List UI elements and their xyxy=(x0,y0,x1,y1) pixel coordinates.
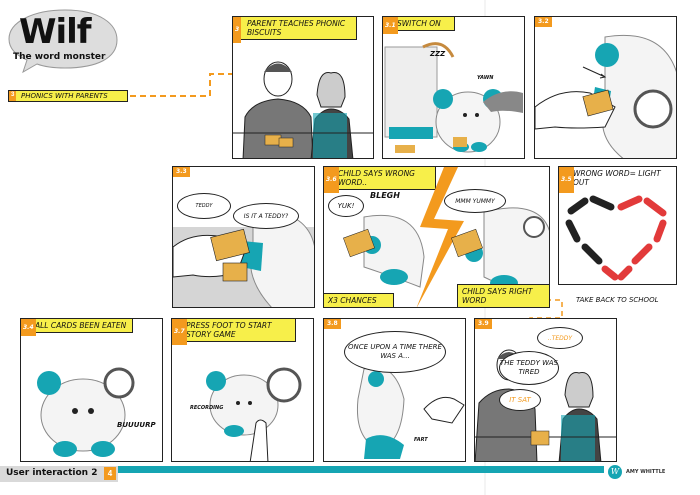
panel-3-9-number: 3.9 xyxy=(475,319,492,329)
panel-3-4-caption-text: All cards been eaten xyxy=(35,321,127,330)
panel-3-4-sfx: BUUUURP xyxy=(117,421,156,429)
panel-3-9-bubble-sat: It sat xyxy=(499,389,541,411)
panel-3-3: 3.3 Teddy Is it a teddy? xyxy=(172,166,315,308)
panel-3-3-bubble-teddy: Teddy xyxy=(177,193,231,219)
panel-3-6-caption-left: x3 chances xyxy=(324,293,394,307)
panel-3-8-number: 3.8 xyxy=(324,319,341,329)
panel-3-5: 3.5 Wrong word= light out xyxy=(558,166,677,285)
panel-3-9-bubble-teddy-text: ..Teddy xyxy=(547,334,573,342)
panel-3-2-number: 3.2 xyxy=(535,17,552,27)
logo-bubble-shape xyxy=(8,9,118,74)
panel-3-7-number: 3.7 xyxy=(172,319,187,345)
panel-3-4-number: 3.4 xyxy=(21,319,36,336)
panel-3-6-bubble-yuk: Yuk! xyxy=(328,195,364,217)
footer-bar xyxy=(0,466,700,473)
panel-3-1-sfx-yawn: yawn xyxy=(477,75,494,81)
author-logo-icon: W xyxy=(608,465,622,479)
panel-3-8-sfx: FART xyxy=(414,437,428,443)
panel-3-1: 3.1 Switch on zzz yawn xyxy=(382,16,525,159)
panel-3-7-illustration xyxy=(206,367,302,461)
panel-3-6-caption-right-text: Child says right word xyxy=(462,287,533,305)
section-text: Phonics with parents xyxy=(21,92,108,100)
footer-title-box: User interaction 2 4 xyxy=(0,466,118,482)
section-label: 3 Phonics with parents xyxy=(8,90,128,102)
panel-3-caption: 3 Parent teaches phonic biscuits xyxy=(233,17,357,43)
panel-3-9-bubble-teddy: ..Teddy xyxy=(537,327,583,349)
footer-title: User interaction 2 xyxy=(6,468,98,478)
panel-3: 3 Parent teaches phonic biscuits xyxy=(232,16,374,159)
panel-3-7-caption: 3.7 Press foot to start story game xyxy=(172,319,296,345)
panel-3-5-caption: 3.5 Wrong word= light out xyxy=(559,167,676,193)
panel-3-7-sfx: RECORDING xyxy=(190,405,224,411)
panel-3-3-illustration xyxy=(173,211,314,307)
side-label: Take back to school xyxy=(576,296,659,304)
panel-3-7-caption-text: Press foot to start story game xyxy=(186,321,272,339)
feeding-card-illustration xyxy=(535,34,676,158)
logo-subtitle: The word monster xyxy=(13,52,106,62)
logo-title: Wilf xyxy=(19,12,92,52)
author-name: AMY WHITTLE xyxy=(626,469,666,475)
panel-3-4: 3.4 All cards been eaten BUUUURP xyxy=(20,318,163,462)
panel-3-9-bubble-tired: The teddy was tired xyxy=(499,351,559,385)
panel-3-6-caption-text: Child says wrong word.. xyxy=(338,169,415,187)
panel-3-4-illustration xyxy=(37,367,135,457)
panel-3-6-number: 3.6 xyxy=(324,167,339,193)
panel-3-9-bubble-sat-text: It sat xyxy=(509,395,531,404)
panel-3-6-caption: 3.6 Child says wrong word.. xyxy=(324,167,436,193)
panel-3-8-illustration xyxy=(356,366,465,459)
panel-3-caption-text: Parent teaches phonic biscuits xyxy=(247,19,346,37)
switch-on-illustration xyxy=(384,42,523,153)
panel-3-6-caption-right: Child says right word xyxy=(457,284,549,307)
panel-3-1-caption-text: Switch on xyxy=(397,19,441,28)
panel-3-6: 3.6 Child says wrong word.. Yuk! Blegh M… xyxy=(323,166,550,308)
panel-3-1-sfx-zzz: zzz xyxy=(430,50,446,58)
parent-child-illustration xyxy=(233,61,373,158)
section-number: 3 xyxy=(9,91,17,101)
footer: User interaction 2 4 W AMY WHITTLE xyxy=(0,464,700,482)
panel-3-8-bubble: Once upon a time there was a... xyxy=(344,331,446,373)
panel-3-6-bubble-yum: Mmm yummy xyxy=(444,189,506,213)
panel-3-5-caption-text: Wrong word= light out xyxy=(573,169,661,187)
panel-3-6-illustration xyxy=(343,167,549,307)
panel-3-number: 3 xyxy=(233,17,242,43)
panel-3-5-number: 3.5 xyxy=(559,167,574,193)
panel-3-3-number: 3.3 xyxy=(173,167,190,177)
panel-3-9: 3.9 ..Teddy The teddy was tired It sat xyxy=(474,318,617,462)
panel-3-1-caption: 3.1 Switch on xyxy=(383,17,455,34)
panel-3-6-sfx: Blegh xyxy=(370,191,400,200)
heart-lights-illustration xyxy=(565,195,667,281)
panel-3-8: 3.8 Once upon a time there was a... FART xyxy=(323,318,466,462)
footer-page-number: 4 xyxy=(104,467,116,480)
panel-3-4-caption: 3.4 All cards been eaten xyxy=(21,319,133,336)
panel-3-6-caption-left-text: x3 chances xyxy=(328,296,377,305)
panel-3-2: 3.2 xyxy=(534,16,677,159)
logo: Wilf The word monster xyxy=(5,6,123,74)
author-logo: W AMY WHITTLE xyxy=(604,464,700,482)
panel-3-7: 3.7 Press foot to start story game RECOR… xyxy=(171,318,314,462)
panel-3-1-number: 3.1 xyxy=(383,17,398,34)
panel-3-3-bubble-question: Is it a teddy? xyxy=(233,203,299,229)
